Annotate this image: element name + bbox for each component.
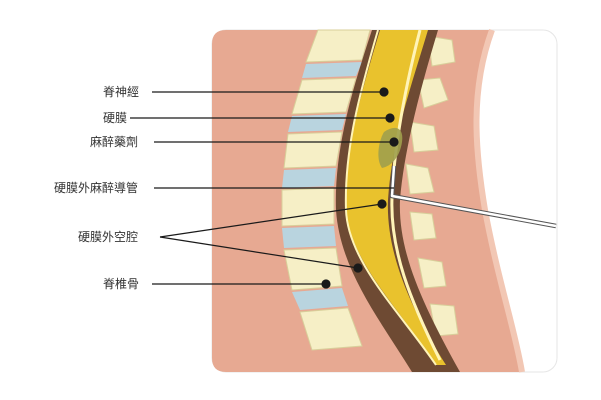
disc — [282, 226, 336, 248]
vertebra — [283, 131, 343, 169]
spinous-processes — [405, 35, 459, 337]
disc — [288, 114, 346, 132]
vertebra — [299, 307, 363, 351]
spinous-process — [405, 163, 435, 195]
disc — [292, 288, 348, 310]
leader-lines — [130, 87, 399, 289]
dural-sac — [345, 30, 446, 365]
leader-dot — [353, 263, 363, 273]
leader-epidural-space-upper — [159, 203, 383, 238]
leader-dot — [379, 87, 389, 97]
label-vertebra: 脊椎骨 — [103, 277, 140, 291]
spinous-process — [409, 121, 439, 153]
epidural-catheter — [389, 165, 557, 229]
spinous-process — [427, 35, 456, 67]
vertebra — [305, 29, 371, 63]
leader-dot — [385, 113, 395, 123]
vertebra — [291, 77, 357, 115]
leader-epidural-space-lower — [159, 236, 359, 269]
disc — [282, 168, 336, 188]
spinous-process — [417, 77, 449, 109]
spinous-process — [409, 211, 437, 241]
label-spinal-nerve: 脊神經 — [103, 85, 140, 99]
skin-edge — [473, 28, 525, 373]
dura-line — [344, 29, 437, 366]
label-catheter: 硬膜外麻醉導管 — [54, 181, 139, 195]
vertebra — [281, 187, 335, 227]
leader-dot — [389, 137, 399, 147]
label-anesthetic: 麻醉藥劑 — [90, 135, 139, 149]
leader-dot — [321, 279, 331, 289]
disc — [302, 62, 362, 78]
label-dura: 硬膜 — [103, 111, 128, 125]
spinous-process — [417, 257, 447, 289]
leader-dot — [377, 199, 387, 209]
label-epidural-space: 硬膜外空腔 — [78, 230, 139, 244]
anesthetic-region — [378, 127, 403, 168]
